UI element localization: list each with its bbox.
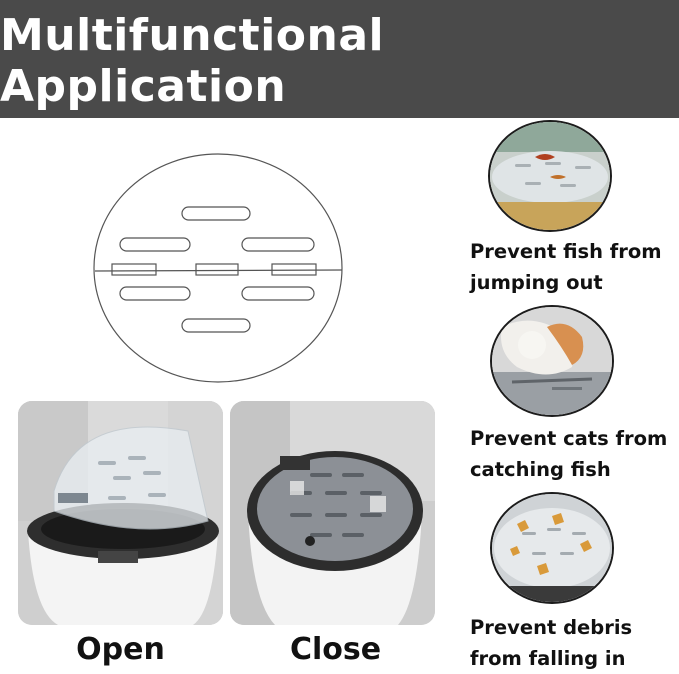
open-label: Open xyxy=(76,632,165,667)
feature-caption-debris: Prevent debris from falling in xyxy=(470,612,679,674)
caption-line: Prevent cats from xyxy=(470,427,668,450)
open-lid-photo xyxy=(18,401,223,625)
debris-photo xyxy=(490,492,614,604)
lid-diagram xyxy=(90,150,350,386)
close-label: Close xyxy=(289,632,382,667)
feature-caption-cat: Prevent cats from catching fish xyxy=(470,423,679,485)
caption-line: catching fish xyxy=(470,458,611,481)
closed-lid-photo xyxy=(230,401,435,625)
caption-line: Prevent fish from xyxy=(470,240,662,263)
header-banner: Multifunctional Application xyxy=(0,0,679,118)
caption-line: jumping out xyxy=(470,271,603,294)
page-title: Multifunctional Application xyxy=(0,10,385,112)
fish-tank-photo xyxy=(488,120,612,232)
feature-caption-fish: Prevent fish from jumping out xyxy=(470,236,679,298)
caption-line: from falling in xyxy=(470,647,626,670)
caption-line: Prevent debris xyxy=(470,616,633,639)
cat-photo xyxy=(490,305,614,417)
